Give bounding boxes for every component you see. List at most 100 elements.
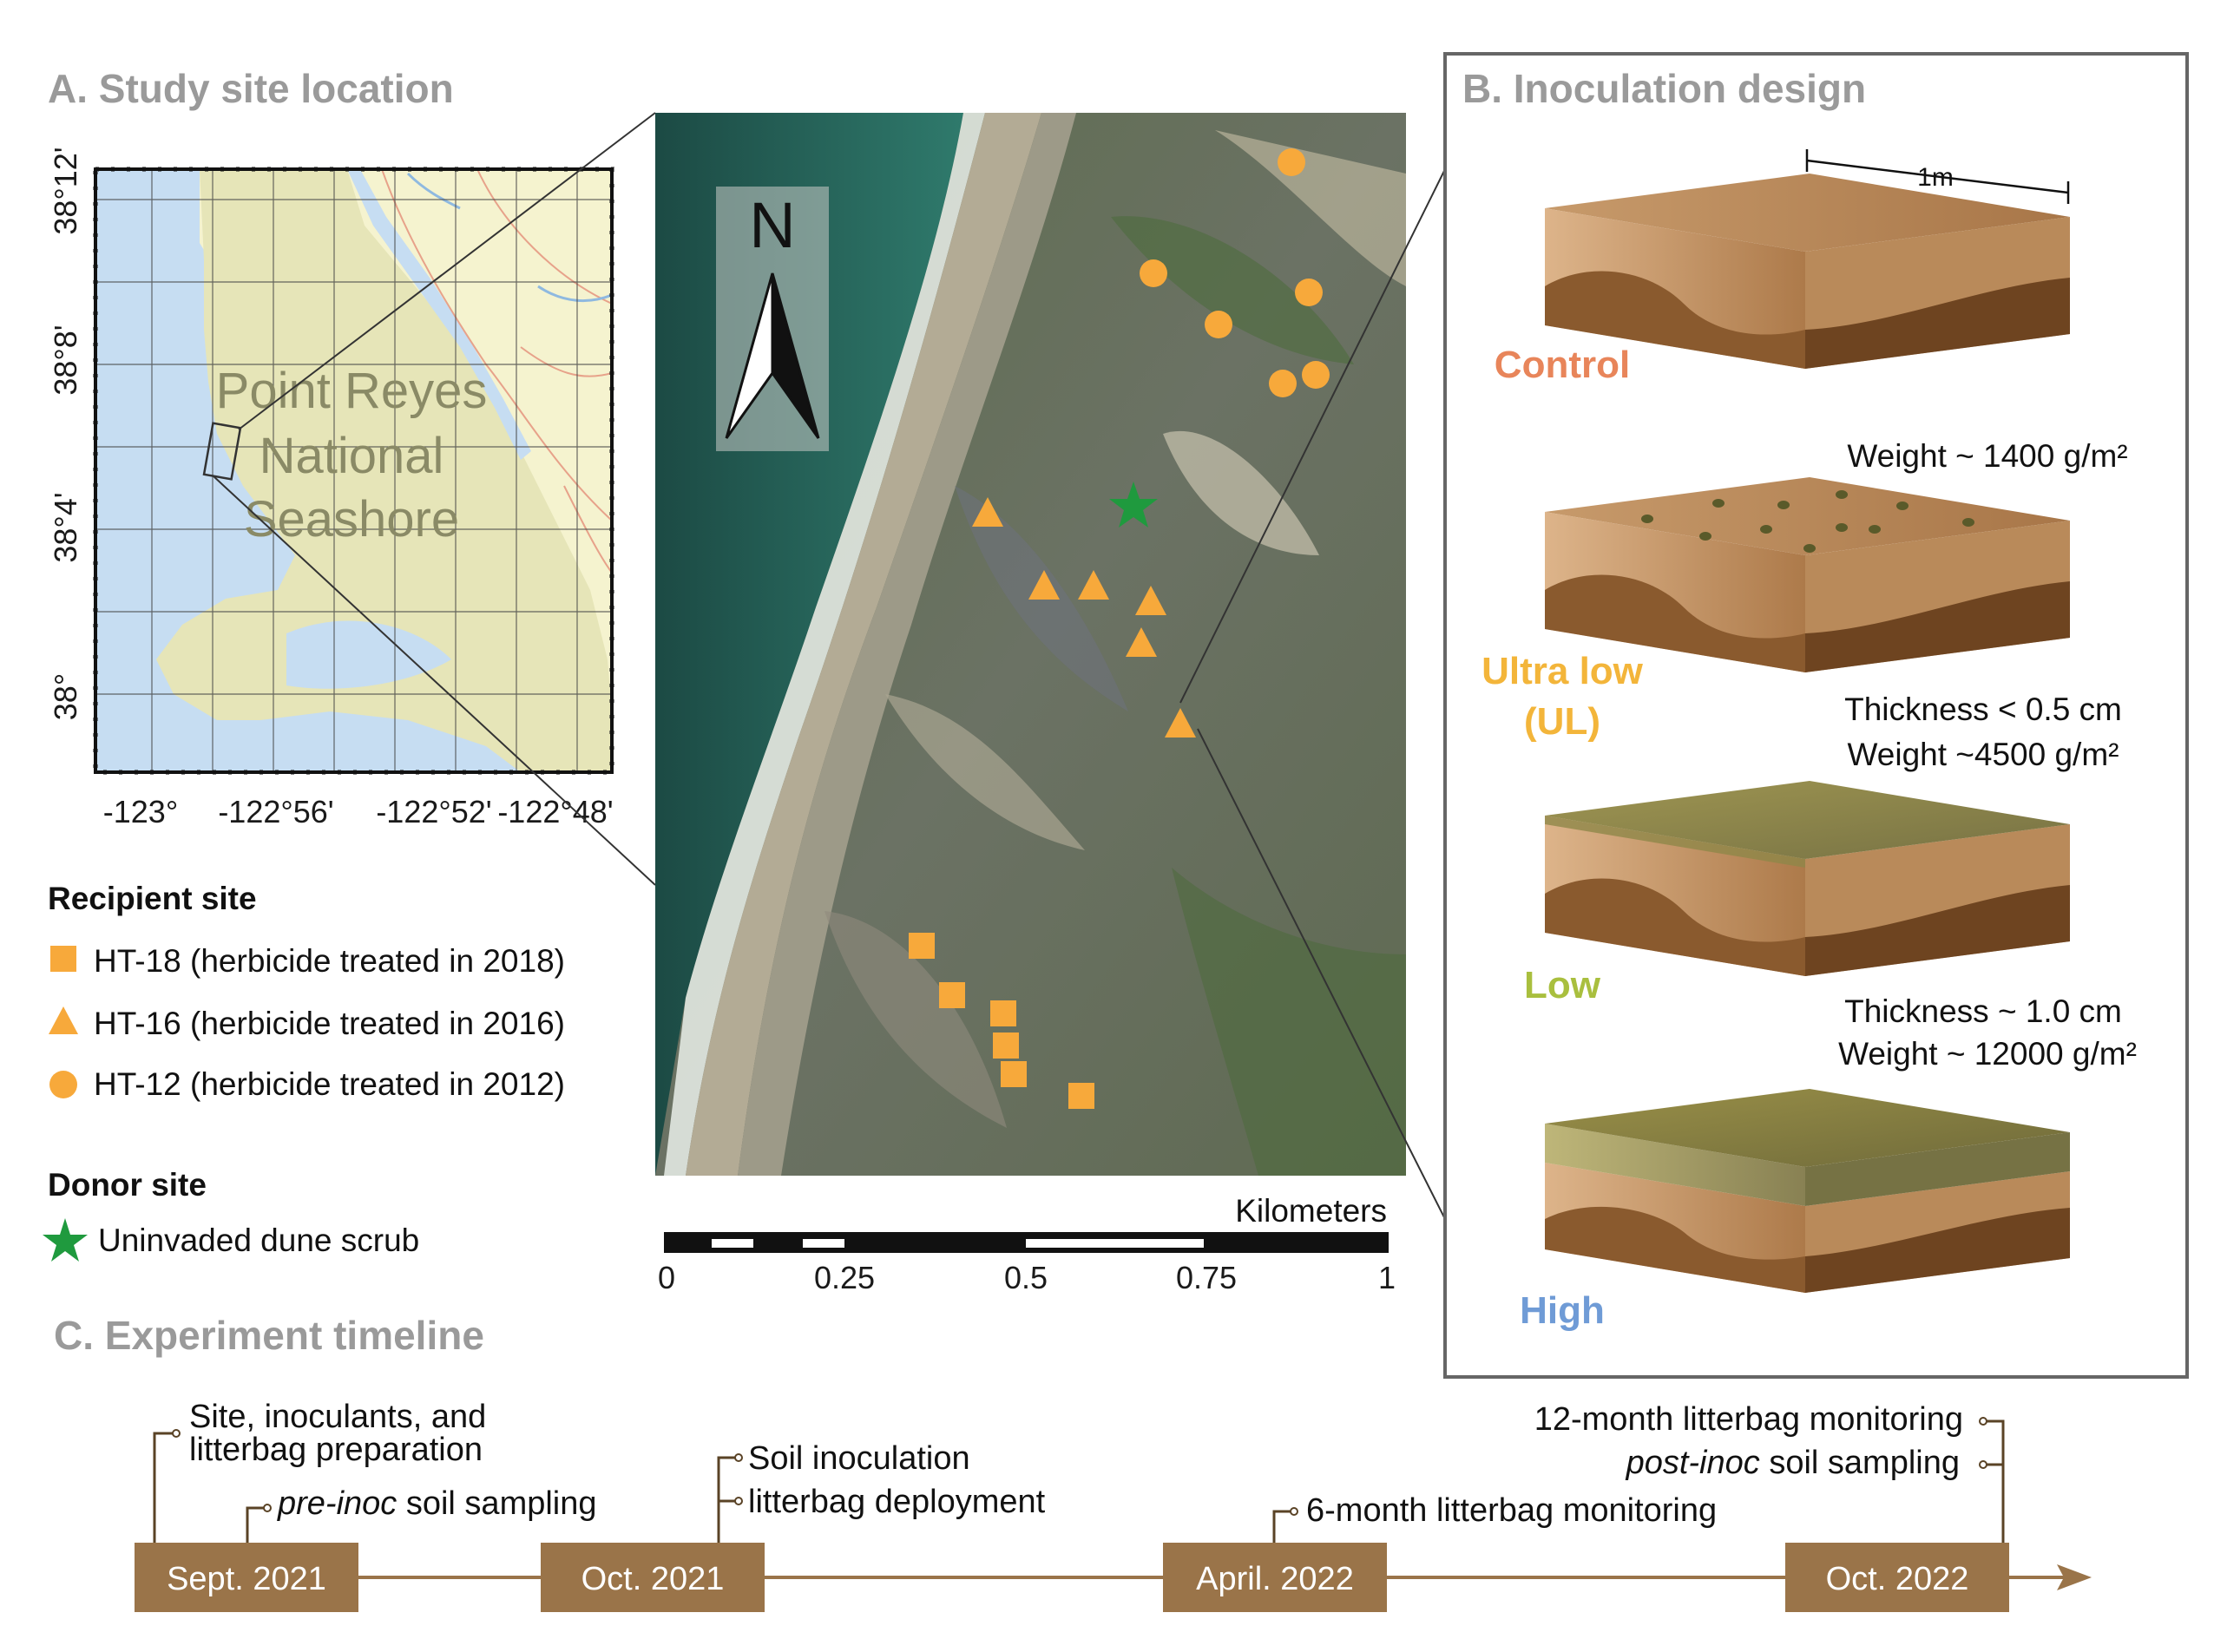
lat-tick: 38°12' — [48, 147, 83, 234]
ul-weight-note: Weight ~ 1400 g/m² — [1847, 438, 2127, 474]
timeline-arrowhead-icon — [2057, 1564, 2092, 1590]
ht16-markers — [972, 497, 1196, 738]
ht18-markers — [909, 933, 1094, 1109]
locator-map — [93, 167, 614, 775]
zoom-line-bottom — [212, 475, 656, 886]
dimension-label: 1m — [1917, 163, 1954, 192]
study-site-box — [202, 422, 242, 481]
legend-ht12: HT-12 (herbicide treated in 2012) — [94, 1066, 565, 1102]
level-ultra-low: Ultra low — [1481, 650, 1644, 692]
triangle-icon — [49, 1006, 78, 1034]
legend-ht16: HT-16 (herbicide treated in 2016) — [94, 1006, 565, 1041]
milestone-label: Sept. 2021 — [167, 1561, 326, 1597]
scale-bar — [664, 1232, 1389, 1253]
ht18-marker — [1068, 1083, 1094, 1109]
event-post-inoc: post-inoc soil sampling — [1626, 1445, 1960, 1481]
low-weight-note: Weight ~4500 g/m² — [1848, 737, 2119, 772]
ht12-marker — [1140, 259, 1167, 287]
donor-heading: Donor site — [48, 1167, 207, 1203]
recipient-heading: Recipient site — [48, 881, 257, 916]
ht12-marker — [1278, 148, 1305, 176]
place-label-line-2: National — [260, 428, 444, 484]
high-thickness-note: Thickness ~ 1.0 cm — [1844, 993, 2122, 1029]
lat-tick: 38° — [48, 673, 83, 720]
ht12-marker — [1205, 311, 1232, 338]
ht16-marker — [972, 497, 1003, 527]
high-weight-note: Weight ~ 12000 g/m² — [1838, 1036, 2137, 1072]
pre-inoc-italic: pre-inoc — [277, 1485, 397, 1522]
milestone-label: Oct. 2021 — [581, 1561, 725, 1597]
aerial-image — [655, 113, 1406, 1176]
panel-b-title: B. Inoculation design — [1462, 66, 1866, 111]
lat-tick: 38°4' — [48, 492, 83, 562]
ht18-marker — [990, 1000, 1016, 1026]
ht18-marker — [909, 933, 935, 959]
ht12-markers — [1140, 148, 1330, 397]
scale-title: Kilometers — [1235, 1193, 1387, 1229]
milestone-oct-2022 — [1785, 1543, 2009, 1612]
scale-tick: 0.25 — [814, 1260, 875, 1295]
leader-dots — [172, 1417, 1987, 1516]
scale-tick: 1 — [1378, 1260, 1396, 1295]
dimension-marker — [1805, 149, 2070, 204]
zoom-line-b-top — [1179, 168, 1446, 704]
ht16-marker — [1165, 708, 1196, 738]
milestone-april-2022 — [1163, 1543, 1387, 1612]
lon-tick: -123° — [103, 794, 178, 829]
event-litterbag-deployment: litterbag deployment — [748, 1484, 1046, 1520]
event-pre-inoc: pre-inoc soil sampling — [277, 1485, 597, 1522]
ht16-marker — [1078, 570, 1109, 600]
event-site-prep-line-2: litterbag preparation — [189, 1432, 483, 1468]
ht18-marker — [993, 1032, 1019, 1059]
square-icon — [50, 946, 76, 972]
timeline-leaders — [153, 1419, 2005, 1543]
ht12-marker — [1269, 370, 1297, 397]
lon-tick: -122°56' — [218, 794, 333, 829]
scale-tick: 0.75 — [1176, 1260, 1237, 1295]
milestone-oct-2021 — [541, 1543, 765, 1612]
lon-tick: -122°48' — [497, 794, 613, 829]
scale-tick: 0 — [658, 1260, 675, 1295]
ht12-marker — [1302, 361, 1330, 389]
level-low: Low — [1524, 964, 1601, 1006]
event-6-month: 6-month litterbag monitoring — [1306, 1492, 1717, 1529]
ht16-marker — [1126, 627, 1157, 657]
ht18-marker — [939, 982, 965, 1008]
high-soil-block — [1545, 1089, 2070, 1293]
lat-tick: 38°8' — [48, 324, 83, 395]
legend-donor: Uninvaded dune scrub — [98, 1223, 419, 1258]
scale-tick: 0.5 — [1004, 1260, 1048, 1295]
milestone-label: April. 2022 — [1196, 1561, 1354, 1597]
panel-a-title: A. Study site location — [48, 66, 454, 111]
donor-star-marker — [1109, 482, 1158, 528]
event-soil-inoculation: Soil inoculation — [748, 1440, 970, 1477]
post-inoc-italic: post-inoc — [1626, 1445, 1760, 1481]
circle-icon — [49, 1071, 77, 1098]
low-soil-block — [1545, 781, 2070, 976]
north-arrow-icon — [725, 272, 820, 439]
level-high: High — [1520, 1289, 1605, 1332]
panel-c-title: C. Experiment timeline — [54, 1313, 484, 1358]
ht18-marker — [1001, 1061, 1027, 1087]
event-site-prep-line-1: Site, inoculants, and — [189, 1399, 486, 1435]
milestone-sept-2021 — [135, 1543, 358, 1612]
star-icon — [43, 1218, 88, 1262]
zoom-line-b-bottom — [1197, 728, 1446, 1220]
place-label-line-3: Seashore — [244, 491, 459, 547]
low-thickness-note: Thickness < 0.5 cm — [1844, 692, 2122, 727]
level-control: Control — [1495, 344, 1630, 386]
zoom-line-top — [238, 112, 656, 430]
ht12-marker — [1295, 279, 1323, 306]
post-inoc-rest: soil sampling — [1760, 1445, 1960, 1481]
pre-inoc-rest: soil sampling — [397, 1485, 596, 1522]
place-label-line-1: Point Reyes — [216, 363, 488, 419]
event-12-month: 12-month litterbag monitoring — [1534, 1401, 1963, 1438]
legend-ht18: HT-18 (herbicide treated in 2018) — [94, 943, 565, 979]
ht16-marker — [1135, 586, 1166, 615]
level-ultra-low-abbr: (UL) — [1524, 700, 1600, 743]
lon-tick: -122°52' — [376, 794, 491, 829]
ht16-marker — [1028, 570, 1060, 600]
milestone-label: Oct. 2022 — [1826, 1561, 1969, 1597]
north-label: N — [749, 189, 795, 261]
